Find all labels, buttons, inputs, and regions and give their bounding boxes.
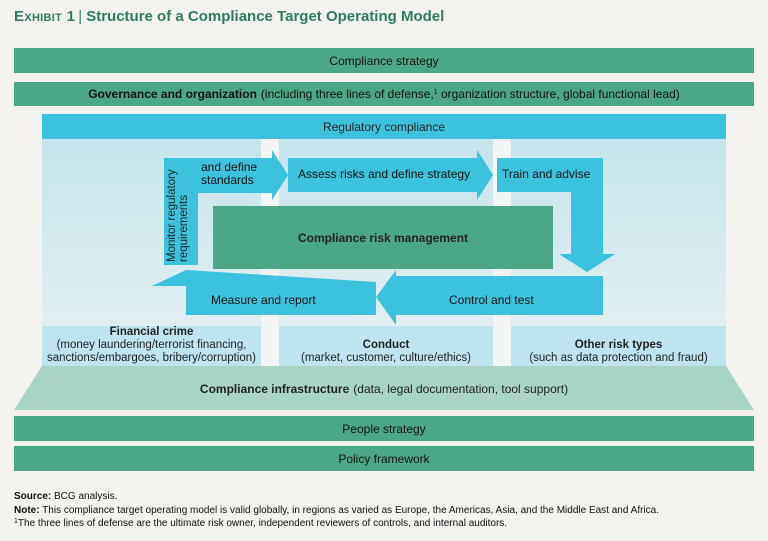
governance-detail: (including three lines of defense, [260, 87, 434, 101]
train-label: Train and advise [502, 167, 591, 181]
conduct-title: Conduct [362, 339, 410, 351]
source-text: BCG analysis. [54, 491, 118, 502]
footnote-mark: 1 [14, 518, 18, 525]
infrastructure-detail: (data, legal documentation, tool support… [353, 382, 569, 396]
compliance-strategy-label: Compliance strategy [329, 53, 439, 68]
conduct-column: Conduct (market, customer, culture/ethic… [279, 339, 493, 365]
control-label: Control and test [449, 293, 534, 307]
measure-label: Measure and report [211, 293, 316, 307]
financial-crime-box [42, 326, 261, 366]
assess-arrow [288, 150, 493, 200]
assess-label: Assess risks and define strategy [298, 167, 471, 181]
measure-arrowhead [152, 270, 186, 286]
define-standards-label: and define standards [201, 160, 258, 187]
financial-crime-line1: (money laundering/terrorist financing, [56, 339, 247, 351]
note-line: Note: This compliance target operating m… [14, 504, 659, 518]
financial-crime-title: Financial crime [109, 326, 194, 338]
notes: Source: BCG analysis. Note: This complia… [14, 490, 659, 531]
other-risk-title: Other risk types [574, 339, 663, 351]
people-strategy-bar: People strategy [14, 416, 754, 441]
governance-detail-2: organization structure, global functiona… [440, 87, 680, 101]
regulatory-compliance-label: Regulatory compliance [322, 119, 446, 134]
source-label: Source: [14, 491, 52, 502]
title-separator: | [78, 8, 83, 25]
compliance-strategy-bar: Compliance strategy [14, 48, 754, 73]
footnote-line: 1The three lines of defense are the ulti… [14, 517, 659, 531]
governance-footnote-mark: 1 [433, 88, 438, 96]
note-text: This compliance target operating model i… [42, 504, 659, 516]
policy-framework-bar: Policy framework [14, 446, 754, 471]
infrastructure-band [14, 366, 754, 410]
policy-framework-label: Policy framework [338, 451, 430, 466]
compliance-risk-management-label: Compliance risk management [297, 230, 469, 245]
exhibit-title-text: Structure of a Compliance Target Operati… [86, 8, 445, 25]
regulatory-compliance-bar: Regulatory compliance [42, 114, 726, 139]
compliance-infrastructure: Compliance infrastructure (data, legal d… [14, 368, 754, 410]
people-strategy-label: People strategy [342, 421, 426, 436]
monitor-label-text: Monitor regulatory requirements [166, 169, 190, 262]
other-risk-box [511, 326, 726, 366]
footnote-text: The three lines of defense are the ultim… [17, 518, 508, 529]
train-arrow [497, 158, 615, 272]
other-risk-line1: (such as data protection and fraud) [529, 352, 708, 364]
monitor-label: Monitor regulatory requirements [166, 162, 190, 262]
governance-label: Governance and organization [88, 87, 257, 101]
control-arrow [376, 270, 603, 325]
conduct-line1: (market, customer, culture/ethics) [301, 352, 471, 364]
note-label: Note: [14, 504, 40, 516]
financial-crime-column: Financial crime (money laundering/terror… [42, 326, 261, 365]
source-line: Source: BCG analysis. [14, 490, 659, 504]
compliance-risk-management-box: Compliance risk management [213, 206, 553, 269]
conduct-box [279, 326, 493, 366]
monitor-arrow [164, 158, 272, 265]
other-risk-column: Other risk types (such as data protectio… [511, 339, 726, 365]
monitor-arrowhead [272, 150, 288, 200]
infrastructure-label: Compliance infrastructure [199, 382, 350, 396]
exhibit-number: Exhibit 1 [14, 8, 76, 25]
governance-bar: Governance and organization (including t… [14, 82, 754, 106]
exhibit-title: Exhibit 1|Structure of a Compliance Targ… [14, 8, 444, 25]
measure-arrow [170, 270, 376, 315]
financial-crime-line2: sanctions/embargoes, bribery/corruption) [46, 352, 257, 364]
